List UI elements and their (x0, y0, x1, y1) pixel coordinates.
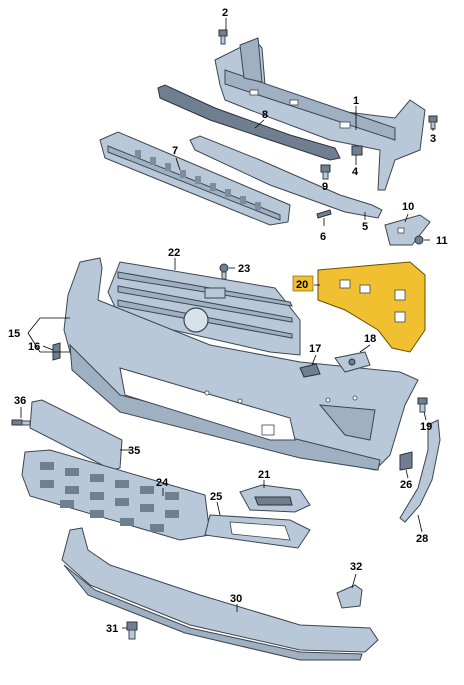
part-7-energy-absorber (99, 131, 291, 226)
part-21-fog-lamp-trim (239, 484, 311, 513)
part-32-bracket (336, 584, 363, 609)
label-35: 35 (128, 445, 140, 457)
label-31: 31 (106, 623, 118, 635)
part-6-clip (316, 209, 332, 219)
part-8-trim-strip (157, 84, 341, 161)
label-28: 28 (416, 533, 428, 545)
label-20-highlight-bg (292, 275, 314, 292)
part-10-bracket (384, 214, 431, 246)
part-9-bolt (320, 164, 331, 180)
label-6: 6 (320, 231, 326, 243)
label-18: 18 (364, 333, 376, 345)
label-20: 20 (296, 279, 308, 291)
label-17: 17 (309, 343, 321, 355)
label-3: 3 (430, 133, 436, 145)
part-labels: 2 1 3 8 4 7 9 10 5 6 11 22 23 20 15 16 1… (8, 7, 448, 635)
part-23-screw (219, 263, 229, 280)
label-23: 23 (238, 263, 250, 275)
part-3-bolt (428, 115, 438, 130)
part-11-nut (414, 235, 424, 245)
label-11: 11 (436, 235, 448, 247)
part-31-bolt (126, 621, 138, 640)
part-25-trim (204, 514, 311, 549)
part-26-clip (399, 451, 413, 471)
part-35-license-plate-bracket (29, 399, 123, 471)
part-20-bracket-highlighted (317, 261, 426, 353)
label-32: 32 (350, 561, 362, 573)
label-7: 7 (172, 145, 178, 157)
part-18-sensor-bracket (334, 351, 371, 373)
label-8: 8 (262, 109, 268, 121)
label-25: 25 (210, 491, 222, 503)
part-16-clip (52, 342, 61, 361)
label-4: 4 (352, 166, 359, 178)
label-1: 1 (353, 95, 359, 107)
part-15-bumper-cover (63, 257, 419, 471)
label-5: 5 (362, 221, 368, 233)
label-9: 9 (322, 181, 328, 193)
part-17-sensor (299, 363, 321, 378)
label-10: 10 (402, 201, 414, 213)
part-22-radiator-grille (107, 261, 301, 356)
part-2-bolt (218, 29, 228, 45)
label-26: 26 (400, 479, 412, 491)
label-2: 2 (222, 7, 228, 19)
label-30: 30 (230, 593, 242, 605)
label-22: 22 (168, 247, 180, 259)
label-36: 36 (14, 395, 26, 407)
label-21: 21 (258, 469, 270, 481)
part-19-bolt (417, 397, 428, 413)
label-19: 19 (420, 421, 432, 433)
label-15: 15 (8, 328, 20, 340)
label-16: 16 (28, 341, 40, 353)
part-30-spoiler (61, 527, 379, 661)
part-1-bumper-carrier (214, 37, 426, 191)
part-36-bolt (11, 419, 31, 426)
label-24: 24 (156, 477, 169, 489)
part-4-nut (351, 145, 363, 156)
leader-lines (20, 18, 434, 629)
part-28-side-trim (399, 419, 441, 523)
part-5-lower-strip (189, 135, 383, 219)
part-24-lower-grille (21, 449, 211, 541)
